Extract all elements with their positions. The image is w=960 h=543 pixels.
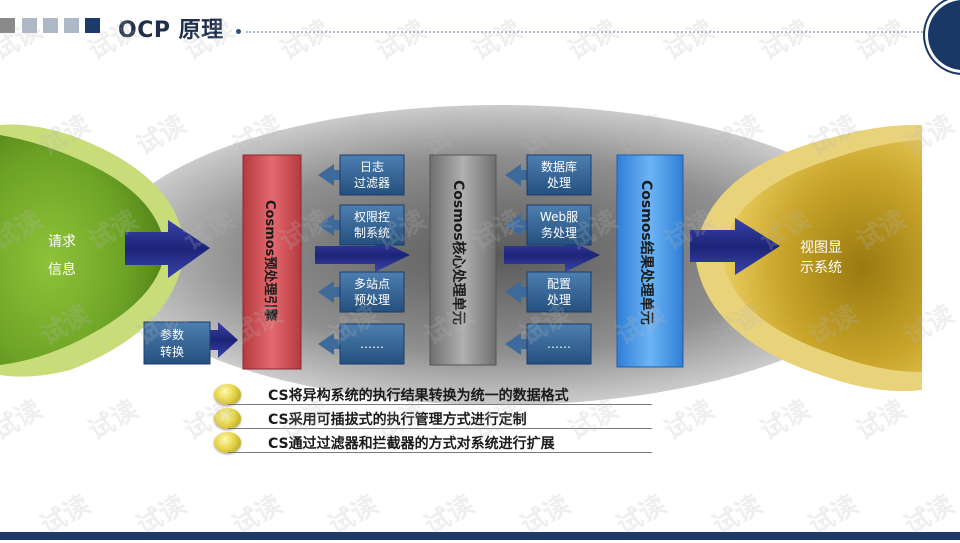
header-square-2 xyxy=(22,18,37,33)
core-unit-box xyxy=(429,154,497,366)
module-label: 制系统 xyxy=(354,226,390,240)
view-label-line1: 视图显 xyxy=(800,240,842,256)
bullet-text-3: CS通过过滤器和拦截器的方式对系统进行扩展 xyxy=(268,436,555,452)
result-unit-box xyxy=(616,154,684,368)
module-label: 数据库 xyxy=(541,159,577,174)
arrow-pre-to-core xyxy=(315,238,410,272)
header-square-3 xyxy=(43,18,58,33)
module-box xyxy=(526,323,592,365)
module-box xyxy=(339,271,405,313)
bullet-icon xyxy=(214,384,241,405)
pre-engine-label: Cosmos预处理引擎 xyxy=(262,200,278,321)
left-module-item: …… xyxy=(318,323,405,365)
module-label: …… xyxy=(360,337,384,351)
bullet-underline xyxy=(228,428,652,429)
title-dot xyxy=(236,29,241,34)
bullet-underline xyxy=(228,452,652,453)
module-arrow xyxy=(318,333,340,355)
request-label-line2: 信息 xyxy=(48,261,76,278)
pre-engine-box xyxy=(242,154,302,370)
view-label-line2: 示系统 xyxy=(800,260,842,276)
request-arrow xyxy=(125,220,210,278)
params-label-line1: 参数 xyxy=(160,327,184,342)
module-arrow xyxy=(505,164,527,186)
module-box xyxy=(526,204,592,246)
module-label: 权限控 xyxy=(354,210,390,224)
module-arrow xyxy=(318,281,340,303)
module-box xyxy=(526,271,592,313)
right-module-item: …… xyxy=(505,323,592,365)
request-shape xyxy=(0,124,185,377)
module-box xyxy=(339,204,405,246)
params-label-line2: 转换 xyxy=(160,344,184,359)
view-shape xyxy=(695,124,922,392)
module-arrow xyxy=(505,214,527,236)
bullet-icon xyxy=(214,408,241,429)
module-label: 务处理 xyxy=(541,225,577,240)
module-box xyxy=(339,323,405,365)
result-arrow xyxy=(690,218,780,275)
module-arrow xyxy=(505,281,527,303)
request-label-line1: 请求 xyxy=(48,234,76,250)
result-unit-label: Cosmos结果处理单元 xyxy=(638,180,655,325)
module-label: 多站点 xyxy=(354,277,390,291)
module-arrow xyxy=(505,333,527,355)
bullet-underline xyxy=(228,404,652,405)
module-box xyxy=(339,154,405,196)
background-ellipse xyxy=(105,105,895,405)
module-label: 过滤器 xyxy=(354,176,390,190)
arrow-core-to-result xyxy=(504,238,600,272)
module-label: 处理 xyxy=(547,176,571,190)
header-square-4 xyxy=(64,18,79,33)
params-arrow xyxy=(205,322,238,358)
bottom-bar xyxy=(0,532,960,540)
header-square-5 xyxy=(85,18,100,33)
bullet-text-2: CS采用可插拔式的执行管理方式进行定制 xyxy=(268,412,527,428)
header-square-1 xyxy=(0,18,15,33)
module-arrow xyxy=(318,164,340,186)
module-label: 处理 xyxy=(547,293,571,307)
module-box xyxy=(526,154,592,196)
title-divider xyxy=(246,31,926,33)
module-label: Web服 xyxy=(540,210,578,224)
module-label: 配置 xyxy=(547,277,571,291)
bullet-text-1: CS将异构系统的执行结果转换为统一的数据格式 xyxy=(268,388,569,404)
module-label: 日志 xyxy=(360,160,384,174)
bullet-icon xyxy=(214,432,241,453)
params-box xyxy=(143,321,211,365)
core-unit-label: Cosmos核心处理单元 xyxy=(450,180,467,325)
module-arrow xyxy=(318,214,340,236)
module-label: 预处理 xyxy=(354,293,390,307)
module-label: …… xyxy=(547,337,571,351)
right-modules: 数据库处理Web服务处理配置处理…… xyxy=(505,154,592,365)
page-title: OCP 原理 xyxy=(118,18,224,43)
